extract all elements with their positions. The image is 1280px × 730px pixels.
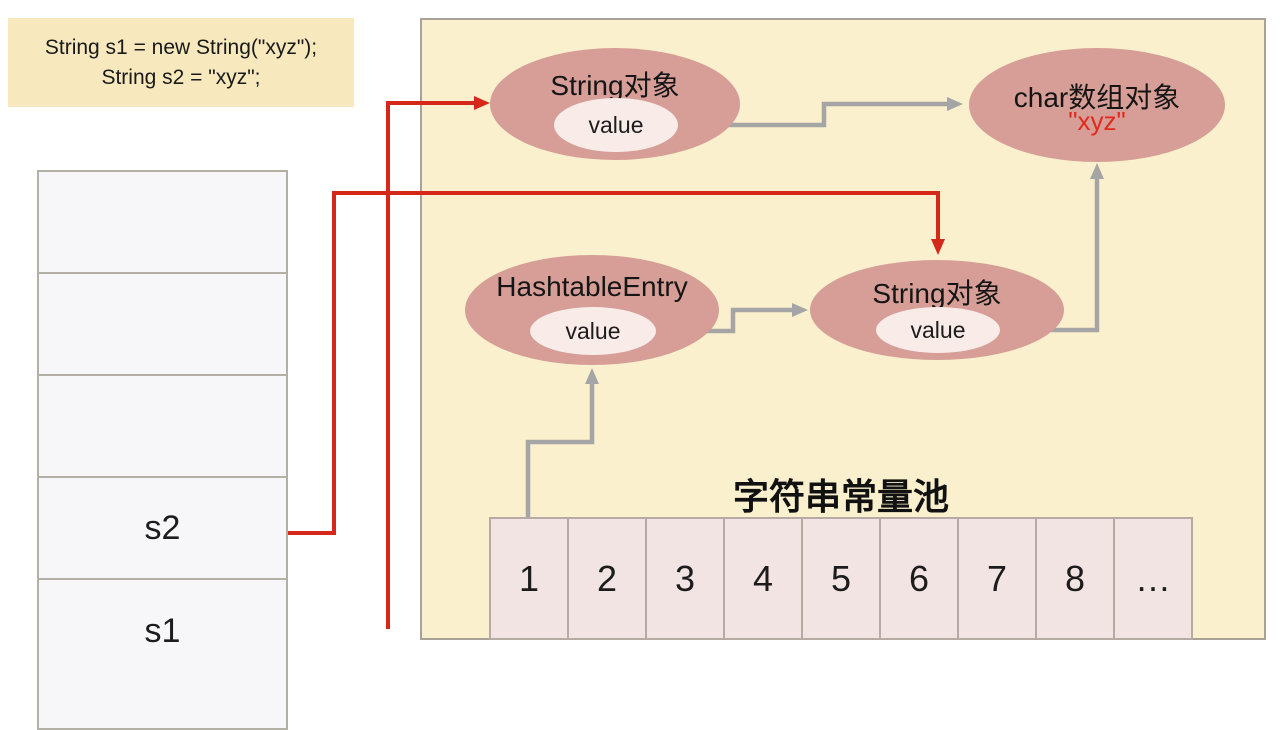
stack-cell-empty-1 [39, 172, 286, 274]
pool-cell-7: 7 [957, 517, 1037, 640]
hashtable-entry-value-field: value [530, 307, 656, 355]
char-array-object-ellipse: char数组对象 "xyz" [969, 48, 1225, 162]
string-object-2-label: String对象 [872, 278, 1002, 309]
pool-cell-2: 2 [567, 517, 647, 640]
string-pool-title: 字符串常量池 [732, 476, 949, 517]
char-array-object-label: char数组对象 [1013, 82, 1181, 113]
code-snippet-block: String s1 = new String("xyz"); String s2… [8, 18, 354, 107]
hashtable-entry-label: HashtableEntry [496, 271, 688, 302]
pool-cell-5: 5 [801, 517, 881, 640]
code-line-2: String s2 = "xyz"; [101, 65, 261, 89]
pool-cell-6: 6 [879, 517, 959, 640]
string-object-1-label: String对象 [550, 70, 680, 101]
string-object-1-value-field: value [554, 98, 678, 152]
stack-cell-empty-3 [39, 376, 286, 478]
pool-cell-4: 4 [723, 517, 803, 640]
diagram-canvas: String s1 = new String("xyz"); String s2… [8, 18, 1266, 730]
stack-cell-s2: s2 [39, 478, 286, 580]
stack-cell-s1: s1 [144, 611, 181, 650]
pool-cell-3: 3 [645, 517, 725, 640]
pool-cell-ellipsis: … [1113, 517, 1193, 640]
stack-frame: s2 s1 [37, 170, 288, 730]
string-object-2-value-field: value [876, 307, 1000, 353]
char-array-literal-xyz: "xyz" [1068, 106, 1126, 136]
stack-cell-empty-2 [39, 274, 286, 376]
pool-cell-1: 1 [489, 517, 569, 640]
code-line-1: String s1 = new String("xyz"); [44, 35, 318, 59]
string-pool-row: 1 2 3 4 5 6 7 8 … [489, 517, 1193, 640]
pool-cell-8: 8 [1035, 517, 1115, 640]
